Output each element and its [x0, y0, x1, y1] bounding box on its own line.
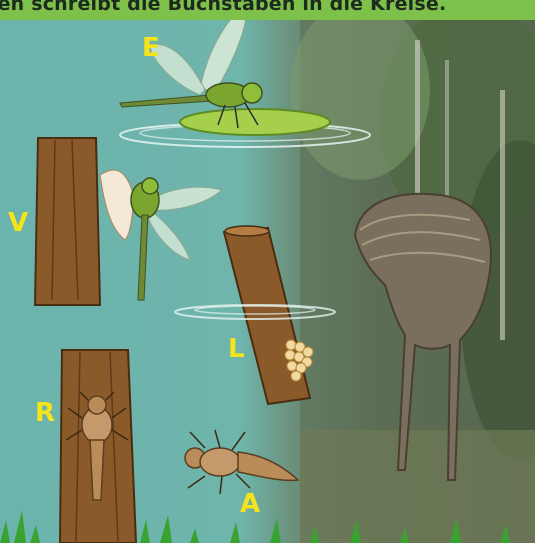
letter-a: A [240, 491, 260, 517]
dragonfly-emerging [100, 170, 222, 300]
instruction-text: ren schreibt die Buchstaben in die Kreis… [0, 0, 446, 15]
larva-crawling [185, 430, 298, 494]
letter-v: V [8, 210, 28, 236]
trunk-v [35, 138, 100, 305]
letter-e: E [142, 35, 160, 61]
letter-l: L [228, 336, 245, 362]
letter-r: R [35, 400, 55, 426]
instruction-banner: ren schreibt die Buchstaben in die Kreis… [0, 0, 535, 20]
